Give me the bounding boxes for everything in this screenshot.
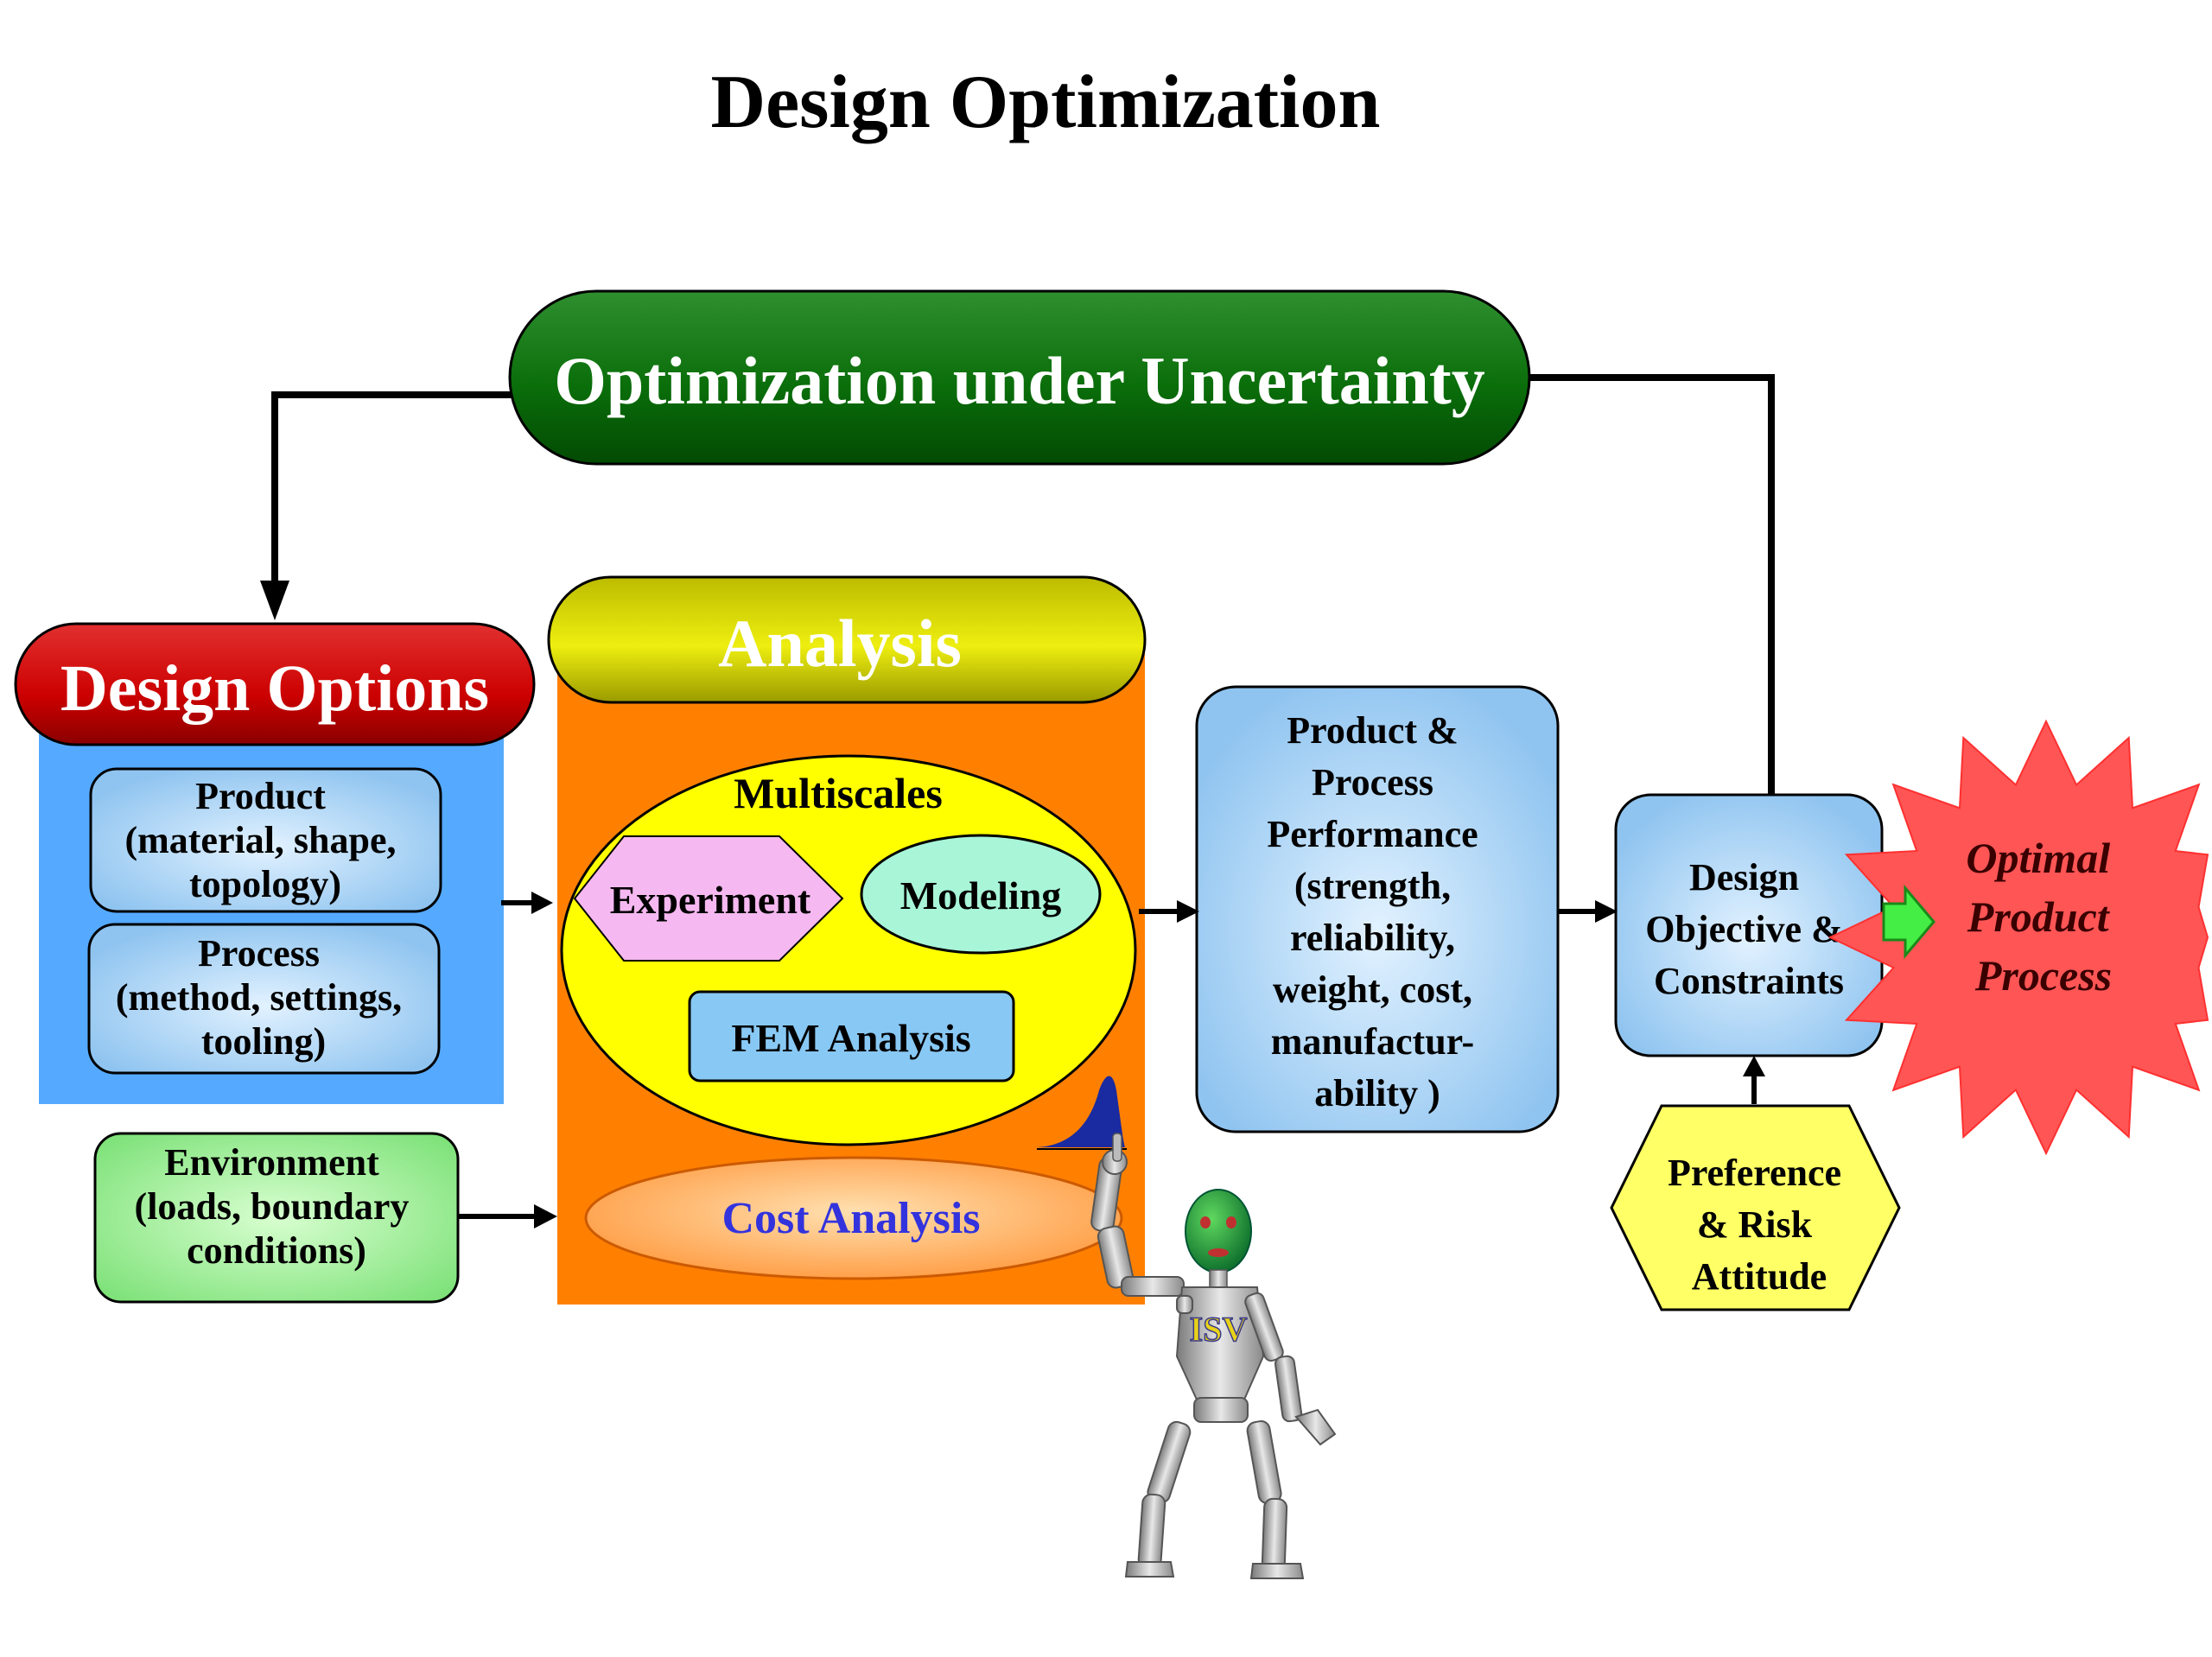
process-text: Process (method, settings, tooling) [116, 932, 411, 1063]
distribution-curve-icon [1037, 1076, 1125, 1147]
preference-hexagon: Preference & Risk Attitude [1610, 1104, 1901, 1311]
product-text: Product (material, shape, topology) [124, 775, 405, 905]
fem-analysis-label: FEM Analysis [731, 1016, 970, 1060]
fem-analysis-box [688, 990, 1015, 1082]
robot-chest-label: ISV [1190, 1310, 1248, 1349]
modeling-label: Modeling [900, 873, 1062, 917]
isv-robot-figure: ISV [1090, 1133, 1337, 1579]
performance-text: Product & Process Performance (strength,… [1267, 709, 1487, 1114]
multiscales-label: Multiscales [734, 769, 943, 817]
experiment-hexagon [573, 835, 844, 962]
environment-text: Environment (loads, boundary conditions) [135, 1141, 419, 1272]
modeling-ellipse [860, 834, 1102, 955]
cost-analysis-label: Cost Analysis [721, 1194, 980, 1243]
optimization-under-uncertainty-pill: Optimization under Uncertainty [508, 289, 1531, 466]
process-box [87, 923, 441, 1075]
cost-analysis-ellipse [584, 1156, 1123, 1280]
design-objective-box: Design Objective & Constraints [1614, 793, 1884, 1057]
environment-box: Environment (loads, boundary conditions) [93, 1132, 460, 1304]
optimal-text: Optimal Product Process [1966, 834, 2120, 1000]
analysis-panel: Analysis Multiscales Experiment Modeling… [547, 575, 1147, 1305]
output-block-arrow [1882, 884, 1936, 960]
feedback-arrowhead [260, 581, 289, 620]
design-objective-text: Design Objective & Constraints [1645, 856, 1852, 1002]
feedback-loop-arrow [271, 374, 1775, 797]
experiment-label: Experiment [610, 878, 811, 922]
design-options-header: Design Options [60, 652, 489, 725]
optimal-product-process-starburst: Optimal Product Process [1827, 719, 2209, 1156]
performance-box: Product & Process Performance (strength,… [1195, 685, 1560, 1133]
flow-arrowheads [531, 892, 1765, 1228]
preference-text: Preference & Risk Attitude [1668, 1152, 1851, 1298]
flow-arrows [458, 900, 1757, 1219]
diagram-title: Design Optimization [711, 60, 1381, 144]
analysis-header: Analysis [718, 606, 962, 681]
design-options-panel: Design Options Product (material, shape,… [14, 622, 536, 1104]
optimization-label: Optimization under Uncertainty [554, 343, 1485, 418]
product-box [89, 767, 442, 913]
